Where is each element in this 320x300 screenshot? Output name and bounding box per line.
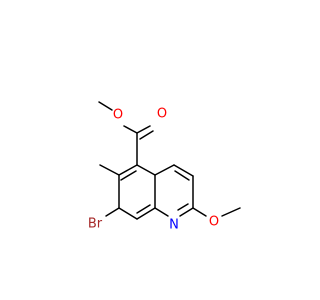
bond-oester-methyl — [98, 101, 113, 111]
atom-o-methoxy: O — [209, 215, 219, 230]
bond-c4-c3-inner — [174, 170, 190, 181]
bond-c4a-c4 — [154, 164, 175, 176]
bond-c4a-c5 — [136, 164, 156, 176]
bond-c2-n1-inner — [177, 203, 189, 211]
bond-c4-c3 — [173, 164, 194, 177]
bond-c7-c8 — [118, 207, 138, 220]
atom-n: N — [169, 218, 179, 233]
molecule-diagram: O O O Br N — [88, 101, 241, 233]
atom-br: Br — [88, 217, 103, 232]
bond-c2-omethoxy — [192, 207, 207, 217]
bond-c2-n1 — [179, 207, 194, 217]
bond-carbonyl-c-o — [136, 125, 151, 134]
atom-label-layer: O O O Br N — [88, 107, 219, 233]
bond-c8-c8a-inner — [136, 204, 151, 214]
bond-omethoxy-methyl — [221, 207, 241, 217]
atom-o-ester: O — [113, 108, 123, 123]
bond-n1-c8a — [154, 207, 169, 217]
bond-c8-c8a — [136, 207, 156, 220]
bond-layer — [98, 101, 241, 220]
bond-c5-c6 — [118, 164, 138, 176]
bond-carbonyl-c-oester — [123, 125, 138, 134]
bond-c5-c6-inner — [120, 170, 137, 181]
bond-c7-br — [105, 207, 120, 217]
atom-o-carbonyl: O — [157, 107, 167, 122]
bond-c6-methyl — [99, 164, 120, 176]
bond-carbonyl-c-o-inner — [139, 130, 154, 140]
